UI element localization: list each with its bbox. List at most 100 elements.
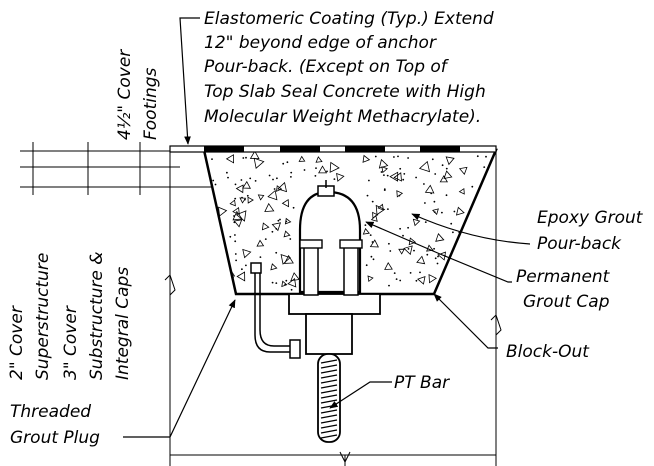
stipple-triangle xyxy=(435,233,445,242)
stipple-dot xyxy=(226,171,228,174)
svg-text:Permanent: Permanent xyxy=(516,267,611,287)
stipple-dot xyxy=(285,220,288,223)
stipple-triangle xyxy=(261,222,270,231)
stipple-dot xyxy=(436,262,439,265)
stipple-triangle xyxy=(384,261,393,270)
stipple-dot xyxy=(366,194,369,197)
thread-line xyxy=(320,429,338,434)
stipple-dot xyxy=(227,176,229,179)
stipple-dot xyxy=(399,227,401,230)
stipple-triangle xyxy=(205,216,214,226)
stipple-dot xyxy=(419,271,421,274)
thread-line xyxy=(320,359,338,364)
stipple-dot xyxy=(240,179,243,181)
stipple-triangle xyxy=(277,181,288,193)
bearing-plate xyxy=(288,293,381,315)
stipple-triangle xyxy=(281,280,288,288)
stipple-dot xyxy=(433,211,436,214)
stipple-triangle xyxy=(242,180,251,189)
stipple-triangle xyxy=(455,206,465,216)
svg-text:3" Cover: 3" Cover xyxy=(61,305,81,380)
stipple-dot xyxy=(464,247,467,250)
label-substructure-cover: 3" Cover Substructure & Integral Caps xyxy=(61,251,133,380)
stipple-dot xyxy=(426,253,429,256)
stipple-triangle xyxy=(428,274,438,284)
stipple-dot xyxy=(273,188,276,190)
stipple-triangle xyxy=(247,196,254,204)
stipple-dot xyxy=(286,161,289,164)
thread-line xyxy=(320,394,338,399)
label-superstructure-cover: 2" Cover Superstructure xyxy=(7,253,53,380)
stipple-dot xyxy=(433,200,436,203)
stipple-triangle xyxy=(283,230,291,238)
stipple-dot xyxy=(393,272,396,274)
stipple-triangle xyxy=(280,254,291,265)
stipple-dot xyxy=(215,230,218,233)
stipple-dot xyxy=(403,173,406,175)
threaded-grout-plug xyxy=(250,262,262,274)
stipple-dot xyxy=(235,259,238,262)
stipple-dot xyxy=(214,183,217,186)
stipple-dot xyxy=(245,264,247,267)
callout-grout-cap: Permanent Grout Cap xyxy=(516,267,611,312)
leader-lines xyxy=(123,17,531,438)
svg-text:Footings: Footings xyxy=(141,67,161,140)
label-footings-cover: 4½" Cover Footings xyxy=(115,49,161,140)
thread-line xyxy=(320,434,338,439)
svg-text:Pour-back: Pour-back xyxy=(537,234,622,254)
stipple-dot xyxy=(271,281,274,284)
stipple-dot xyxy=(387,208,389,211)
stipple-dot xyxy=(290,288,293,291)
thread-line xyxy=(320,369,338,374)
stipple-dot xyxy=(484,286,487,289)
stipple-dot xyxy=(370,255,373,258)
stipple-dot xyxy=(476,155,479,158)
stipple-dot xyxy=(388,284,390,287)
stipple-dot xyxy=(271,230,274,233)
svg-text:Epoxy Grout: Epoxy Grout xyxy=(537,208,644,228)
stipple-dot xyxy=(445,194,448,197)
trumpet-duct xyxy=(305,313,353,355)
stipple-dot xyxy=(399,167,402,170)
stipple-triangle xyxy=(267,189,278,201)
stipple-triangle xyxy=(276,185,283,192)
stipple-dot xyxy=(229,235,232,238)
stipple-dot xyxy=(415,279,418,282)
stipple-dot xyxy=(259,256,262,258)
stipple-triangle xyxy=(439,175,448,183)
anchor-nut-right xyxy=(343,244,359,296)
stipple-dot xyxy=(275,282,278,284)
stipple-triangle xyxy=(367,275,374,283)
stipple-dot xyxy=(254,180,257,182)
stipple-dot xyxy=(246,194,249,197)
stipple-dot xyxy=(285,279,288,282)
stipple-dot xyxy=(368,179,370,182)
thread-line xyxy=(320,379,338,384)
stipple-dot xyxy=(369,234,372,237)
thread-line xyxy=(320,364,338,369)
stipple-triangle xyxy=(458,166,468,175)
stipple-dot xyxy=(234,197,237,200)
anchor-nut-left xyxy=(303,244,319,296)
stipple-triangle xyxy=(477,221,485,228)
stipple-triangle xyxy=(456,279,465,288)
svg-text:Pour-back. (Except on Top of: Pour-back. (Except on Top of xyxy=(204,57,450,77)
svg-text:Threaded: Threaded xyxy=(10,402,91,422)
stipple-dot xyxy=(399,279,402,282)
callout-block-out: Block-Out xyxy=(506,342,590,362)
svg-text:2" Cover: 2" Cover xyxy=(7,305,27,380)
stipple-dot xyxy=(383,189,386,192)
stipple-triangle xyxy=(398,248,405,255)
thread-line xyxy=(320,409,338,414)
svg-text:Substructure &: Substructure & xyxy=(87,251,107,380)
stipple-dot xyxy=(437,255,439,258)
stipple-dot xyxy=(445,167,448,170)
stipple-triangle xyxy=(424,184,435,194)
stipple-triangle xyxy=(229,199,236,207)
stipple-dot xyxy=(326,170,328,173)
stipple-triangle xyxy=(315,156,323,163)
stipple-dot xyxy=(407,157,409,159)
stipple-dot xyxy=(234,240,237,243)
callout-elastomeric-coating: Elastomeric Coating (Typ.) Extend 12" be… xyxy=(204,9,494,127)
stipple-triangle xyxy=(456,241,466,249)
